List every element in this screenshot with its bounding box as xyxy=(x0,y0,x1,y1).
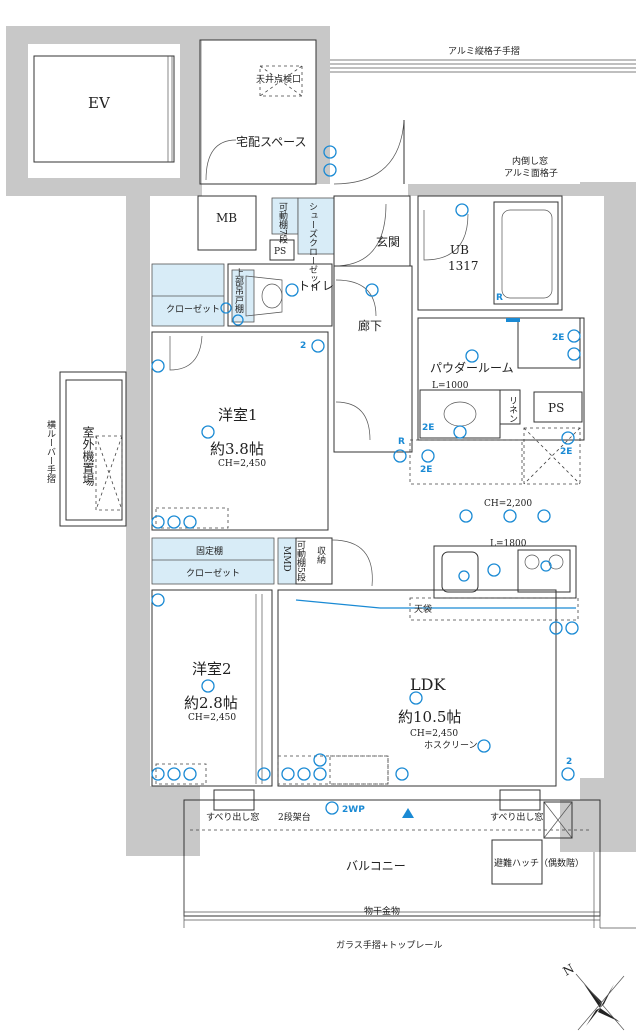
label-kitchen-ch: CH=2,200 xyxy=(484,499,532,509)
label-kotei-dana: 固定棚 xyxy=(196,545,223,557)
compass xyxy=(575,973,625,1031)
ldk xyxy=(277,589,557,787)
label-suberi-left: すべり出し窓 xyxy=(206,811,259,823)
label-kadou-dana5: 可動棚5段 xyxy=(295,540,306,583)
top-railing xyxy=(330,59,636,73)
svg-text:2E: 2E xyxy=(420,465,432,475)
label-linen: リネン xyxy=(507,396,518,423)
label-yoshitsu1-size: 約3.8帖 xyxy=(210,440,264,458)
label-yoko-louver: 横ルーバー手摺 xyxy=(45,419,56,484)
kitchen xyxy=(409,545,579,621)
label-railing-bottom: ガラス手摺+トップレール xyxy=(336,939,442,951)
svg-text:2: 2 xyxy=(300,341,306,351)
label-mmd: MMD xyxy=(281,546,291,572)
labels: EV 宅配スペース MB PS PS 玄関 トイレ 廊下 UB 1317 パウダ… xyxy=(45,45,584,979)
label-ps2: PS xyxy=(548,401,564,415)
label-ldk-ch: CH=2,450 xyxy=(410,729,458,739)
label-mb: MB xyxy=(216,211,237,225)
label-yoshitsu2-size: 約2.8帖 xyxy=(184,694,238,712)
svg-text:2: 2 xyxy=(566,757,572,767)
label-counter-len: L=1800 xyxy=(490,539,527,549)
label-railing-top: アルミ縦格子手摺 xyxy=(448,45,520,57)
label-wp: 2WP xyxy=(342,805,365,815)
svg-text:R: R xyxy=(398,437,405,447)
label-ldk-size: 約10.5帖 xyxy=(398,708,461,726)
label-ldk: LDK xyxy=(410,675,446,694)
label-ub-size: 1317 xyxy=(448,259,479,273)
label-shuno: 収納 xyxy=(315,545,326,565)
label-vanity-len: L=1000 xyxy=(432,381,469,391)
label-yoshitsu2-ch: CH=2,450 xyxy=(188,713,236,723)
balcony-railing xyxy=(183,852,636,929)
svg-text:2E: 2E xyxy=(422,423,434,433)
label-yoshitsu2: 洋室2 xyxy=(192,660,232,678)
walls xyxy=(6,26,636,856)
label-hoskreen: ホスクリーン xyxy=(424,740,478,751)
unit-bath xyxy=(417,195,563,311)
label-balcony: バルコニー xyxy=(346,859,406,873)
label-ev: EV xyxy=(88,94,111,112)
compass-n: N xyxy=(561,961,577,978)
label-toilet: トイレ xyxy=(298,279,334,293)
label-hinan-hatch: 避難ハッチ（偶数階） xyxy=(494,857,584,869)
label-aluminum-grille: アルミ面格子 xyxy=(504,167,558,179)
label-yoshitsu1-ch: CH=2,450 xyxy=(218,459,266,469)
label-closet1: クローゼット xyxy=(166,303,220,315)
bedroom2 xyxy=(151,589,273,787)
label-genkan: 玄関 xyxy=(376,234,400,249)
outdoor-unit-area xyxy=(59,371,127,527)
label-jobu-todana: 上部吊戸棚 xyxy=(233,268,244,314)
label-monohoshi: 物干金物 xyxy=(364,905,400,917)
label-takuhai: 宅配スペース xyxy=(236,134,307,149)
label-kadou-dana: 可動棚7段 xyxy=(277,202,288,245)
label-tenbukuro: 天袋 xyxy=(414,603,432,615)
label-outdoor-unit: 室外機置場 xyxy=(81,425,95,487)
label-ps1: PS xyxy=(274,247,286,257)
label-powder: パウダールーム xyxy=(430,360,514,375)
elevator xyxy=(33,55,175,163)
balcony xyxy=(183,789,601,921)
label-suberi-right: すべり出し窓 xyxy=(490,811,543,823)
label-ub: UB xyxy=(450,243,469,257)
label-roka: 廊下 xyxy=(358,318,382,333)
svg-text:R: R xyxy=(496,293,503,303)
equipment-symbols: 2 2 2E 2E 2E 2E R R xyxy=(151,145,581,818)
entrance-area xyxy=(151,39,413,453)
label-uchidaoshi: 内倒し窓 xyxy=(512,155,548,167)
label-closet2: クローゼット xyxy=(186,567,240,579)
svg-text:2E: 2E xyxy=(560,447,572,457)
label-yoshitsu1: 洋室1 xyxy=(218,406,258,424)
bedroom1 xyxy=(151,331,329,531)
svg-text:2E: 2E xyxy=(552,333,564,343)
label-nidan-kakedai: 2段架台 xyxy=(278,811,311,823)
middle-storage xyxy=(151,537,373,587)
kitchen-storage xyxy=(409,427,581,485)
label-tenjo-tenken: 天井点検口 xyxy=(256,73,301,85)
label-shoes-closet: シューズクローゼット xyxy=(307,202,318,292)
